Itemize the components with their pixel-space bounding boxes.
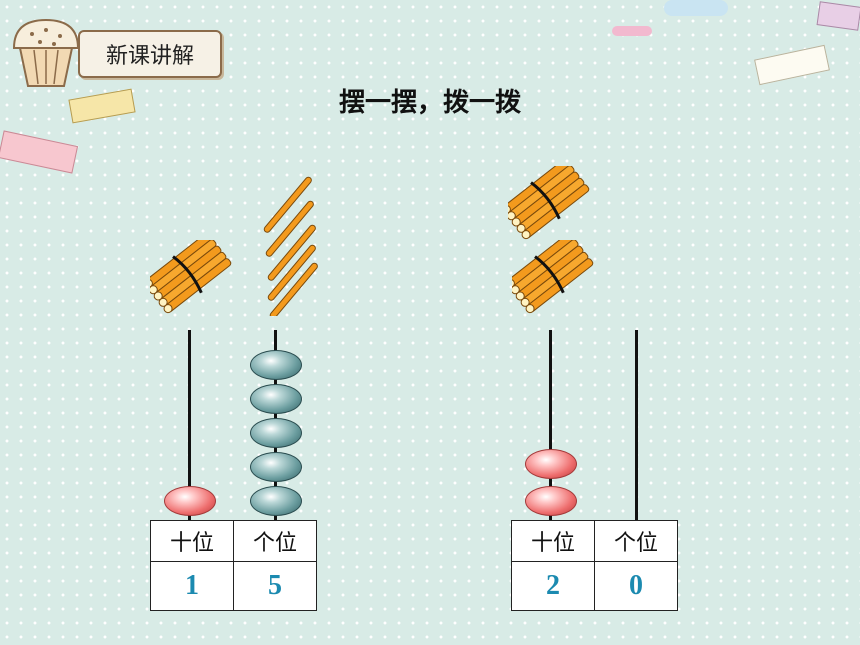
tens-header: 十位 [150,520,234,562]
single-sticks [248,176,318,320]
tens-header: 十位 [511,520,595,562]
ticket-sticker [816,1,860,31]
tens-bead[interactable] [164,486,216,516]
tens-digit: 2 [511,561,595,611]
tens-rod [549,330,552,520]
ones-bead[interactable] [250,418,302,448]
tens-bead[interactable] [525,449,577,479]
tens-rod [188,330,191,520]
ones-bead[interactable] [250,384,302,414]
ones-digit: 5 [233,561,317,611]
stick-bundle-icon [140,229,245,329]
ones-bead[interactable] [250,350,302,380]
candy-sticker [612,26,652,36]
ticket-sticker [754,44,830,86]
lesson-tag: 新课讲解 [78,30,222,78]
tens-bead[interactable] [525,486,577,516]
ones-bead[interactable] [250,452,302,482]
place-value-table: 十位 个位 1 5 [150,520,317,611]
ones-header: 个位 [594,520,678,562]
ticket-sticker [0,130,79,174]
cloud-sticker [664,0,728,16]
ones-rod [635,330,638,520]
tens-digit: 1 [150,561,234,611]
ones-header: 个位 [233,520,317,562]
muffin-icon [6,14,86,98]
page-title: 摆一摆，拨一拨 [338,88,521,118]
ones-bead[interactable] [250,486,302,516]
place-value-table: 十位 个位 2 0 [511,520,678,611]
ones-digit: 0 [594,561,678,611]
stick-bundle-icon [502,229,607,329]
